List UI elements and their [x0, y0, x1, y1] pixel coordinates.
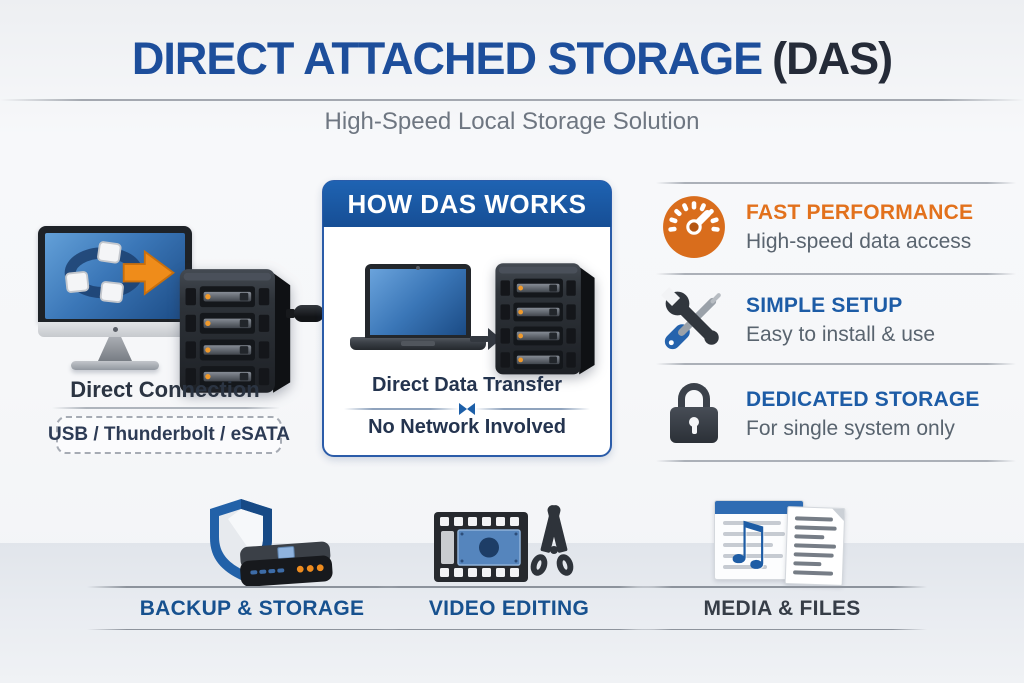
feature-divider-2: [656, 273, 1016, 275]
feature-description: For single system only: [746, 416, 955, 440]
monitor-chin: [38, 322, 192, 337]
feature-divider-3: [656, 363, 1016, 365]
filmstrip-icon: [434, 512, 528, 582]
bowtie-divider: [344, 403, 590, 415]
documents-music-icon: ♫: [706, 498, 876, 590]
usecase-label: VIDEO EDITING: [428, 596, 590, 620]
feature-text: FAST PERFORMANCE High-speed data access: [746, 201, 973, 254]
feature-description: High-speed data access: [746, 229, 972, 253]
padlock-icon: [660, 379, 728, 449]
usecase-backup-storage: BACKUP & STORAGE: [87, 586, 417, 630]
no-network-label: No Network Involved: [368, 416, 566, 438]
feature-title: SIMPLE SETUP: [746, 293, 903, 317]
feature-divider-1: [656, 182, 1016, 184]
desktop-monitor-graphic: [38, 226, 192, 370]
usecase-label: BACKUP & STORAGE: [139, 596, 365, 620]
usb-sync-icon: [64, 241, 175, 304]
das-enclosure-icon-2: [492, 256, 598, 380]
scissors-icon: [527, 504, 580, 584]
feature-title: DEDICATED STORAGE: [746, 387, 980, 411]
monitor-stand: [98, 337, 132, 361]
document-graphic: [784, 506, 846, 586]
page-subtitle: High-Speed Local Storage Solution: [324, 108, 700, 135]
direct-connection-caption: Direct Connection: [70, 377, 260, 402]
page-title: DIRECT ATTACHED STORAGE(DAS): [0, 33, 1024, 85]
feature-description: Easy to install & use: [746, 322, 936, 346]
page-title-suffix: (DAS): [772, 33, 893, 84]
speedometer-icon: [660, 192, 728, 262]
usecase-video-editing: VIDEO EDITING: [364, 586, 654, 630]
usecase-media-files: MEDIA & FILES: [637, 586, 927, 630]
wrench-screwdriver-icon: [660, 285, 728, 355]
music-note-icon: ♫: [722, 509, 774, 577]
monitor-base: [71, 361, 159, 370]
external-harddrive-icon: [240, 541, 333, 587]
monitor-screen: [38, 226, 192, 322]
feature-dedicated-storage: DEDICATED STORAGE For single system only: [660, 377, 1016, 451]
direct-data-transfer-label: Direct Data Transfer: [371, 374, 563, 396]
page-title-main: DIRECT ATTACHED STORAGE: [131, 33, 763, 84]
direct-connection-divider: [52, 407, 280, 409]
feature-fast-performance: FAST PERFORMANCE High-speed data access: [660, 190, 1016, 264]
interface-types-box: USB / Thunderbolt / eSATA: [48, 416, 290, 454]
how-das-works-header: HOW DAS WORKS: [323, 181, 611, 227]
laptop-icon: [350, 264, 486, 350]
feature-text: SIMPLE SETUP Easy to install & use: [746, 294, 935, 347]
feature-title: FAST PERFORMANCE: [746, 200, 974, 224]
usecase-label: MEDIA & FILES: [703, 596, 861, 620]
title-divider: [0, 99, 1024, 101]
feature-simple-setup: SIMPLE SETUP Easy to install & use: [660, 283, 1016, 357]
feature-text: DEDICATED STORAGE For single system only: [746, 388, 980, 441]
feature-divider-4: [656, 460, 1016, 462]
